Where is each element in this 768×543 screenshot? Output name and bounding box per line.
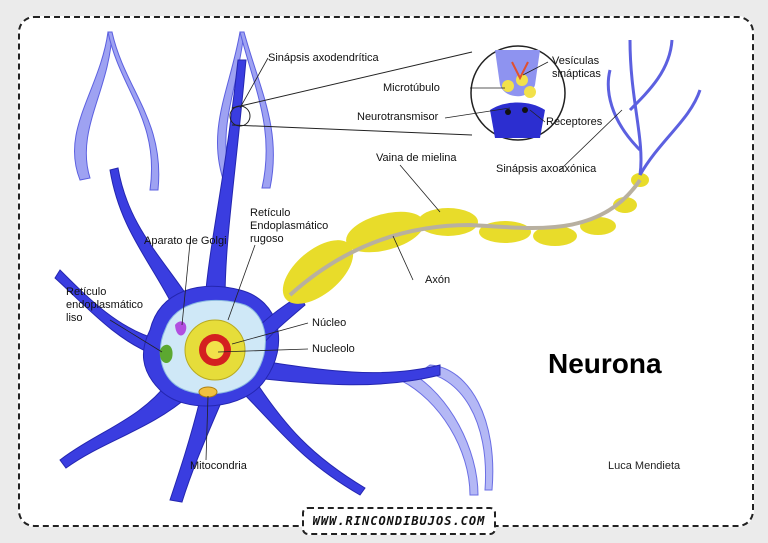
axon-terminals [606,39,702,176]
author-credit: Luca Mendieta [608,460,681,472]
myelin-segment [346,211,424,253]
synaptic-vesicle [524,86,536,98]
postsynaptic-membrane [490,102,545,138]
golgi-apparatus [175,321,187,336]
zoom-line-top [231,51,473,109]
label-nucleo: Núcleo [312,317,347,329]
diagram-title: Neurona [548,348,662,379]
label-vesiculas-sinapticas: Vesículas sinápticas [552,55,601,80]
myelin-segment [533,226,577,246]
synapse-zoom [229,45,566,141]
diagram-frame [18,16,754,527]
label-reticulo-liso: Retículo endoplasmático liso [66,286,144,324]
label-mitocondria: Mitocondria [190,460,247,472]
label-receptores: Receptores [546,116,603,128]
synaptic-vesicle [502,80,514,92]
label-axon: Axón [425,274,451,286]
receptor [505,109,511,115]
smooth-er [159,344,173,364]
axon [282,173,649,304]
website-banner: WWW.RINCONDIBUJOS.COM [302,507,496,535]
label-reticulo-rugoso: Retículo Endoplasmático rugoso [250,207,329,245]
cell-interior [159,299,266,398]
leader-lines [109,57,623,461]
mitochondria [198,386,218,398]
nucleolus [206,341,224,359]
label-sinapsis-axodendritica: Sinápsis axodendrítica [268,52,379,64]
microtubule [511,61,529,81]
receptor [522,107,528,113]
myelin-segment [418,208,478,236]
label-nucleolo: Nucleolo [312,343,355,355]
dendrite-branch-bottom-right [399,364,494,496]
label-vaina-mielina: Vaina de mielina [376,152,457,164]
zoom-line-bottom [231,124,473,136]
label-neurotransmisor: Neurotransmisor [357,111,439,123]
neuron-body [54,59,441,503]
dendrite-branch-top-left [74,31,274,191]
label-microtubulo: Microtúbulo [383,82,440,94]
zoom-source-circle [229,105,251,127]
label-sinapsis-axoaxonica: Sinápsis axoaxónica [496,163,597,175]
axon-core [288,178,642,297]
label-aparato-golgi: Aparato de Golgi [144,235,227,247]
